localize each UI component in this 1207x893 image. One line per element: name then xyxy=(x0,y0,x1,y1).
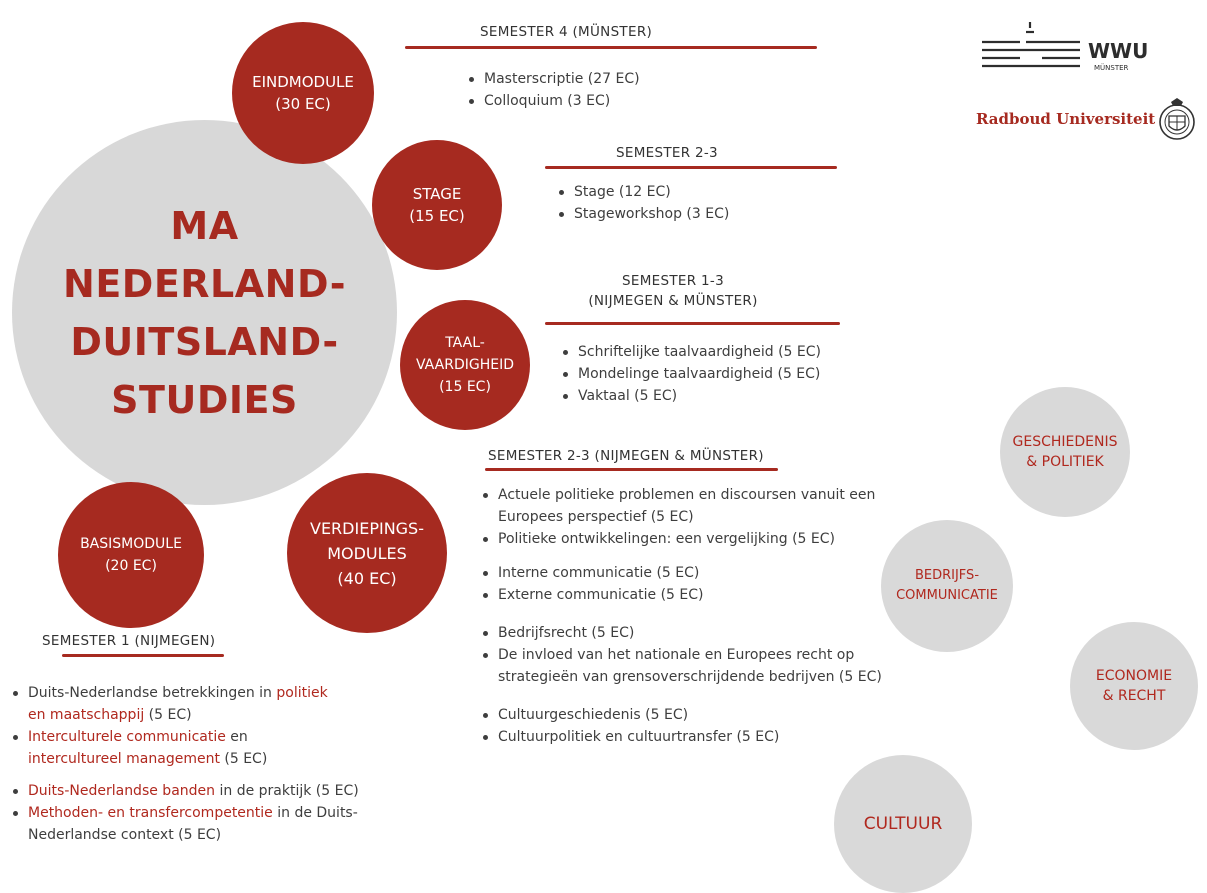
basismodule-circle: BASISMODULE (20 EC) xyxy=(58,482,204,628)
radboud-seal-icon xyxy=(1159,98,1195,140)
cultuur-circle: CULTUUR xyxy=(834,755,972,893)
wwu-subtext: MÜNSTER xyxy=(1094,63,1129,72)
semester23-stage-heading: SEMESTER 2-3 xyxy=(616,145,718,161)
list-item: Methoden- en transfercompetentie in de D… xyxy=(10,802,359,846)
radboud-text: Radboud Universiteit xyxy=(976,110,1156,128)
wwu-text: WWU xyxy=(1088,39,1148,63)
geschiedenis-circle: GESCHIEDENIS & POLITIEK xyxy=(1000,387,1130,517)
list-item: Masterscriptie (27 EC) xyxy=(466,68,640,90)
list-item: Externe communicatie (5 EC) xyxy=(480,584,882,606)
list-item: Schriftelijke taalvaardigheid (5 EC) xyxy=(560,341,821,363)
semester1-list: Duits-Nederlandse betrekkingen in politi… xyxy=(10,682,359,846)
list-item: Mondelinge taalvaardigheid (5 EC) xyxy=(560,363,821,385)
list-item: Politieke ontwikkelingen: een vergelijki… xyxy=(480,528,882,550)
semester13-heading: SEMESTER 1-3 (NIJMEGEN & MÜNSTER) xyxy=(588,273,758,309)
list-item: Duits-Nederlandse betrekkingen in politi… xyxy=(10,682,359,726)
wwu-logo: WWU MÜNSTER xyxy=(982,22,1148,72)
list-item: Colloquium (3 EC) xyxy=(466,90,640,112)
stage-circle: STAGE (15 EC) xyxy=(372,140,502,270)
semester23-verdieping-underline xyxy=(485,468,778,471)
economie-circle: ECONOMIE & RECHT xyxy=(1070,622,1198,750)
list-item: Vaktaal (5 EC) xyxy=(560,385,821,407)
semester23-verdieping-heading: SEMESTER 2-3 (NIJMEGEN & MÜNSTER) xyxy=(488,448,764,464)
list-item: Interculturele communicatie en intercult… xyxy=(10,726,359,770)
eindmodule-circle: EINDMODULE (30 EC) xyxy=(232,22,374,164)
semester23-stage-list: Stage (12 EC) Stageworkshop (3 EC) xyxy=(556,181,729,225)
main-title: MA NEDERLAND- DUITSLAND- STUDIES xyxy=(63,203,346,422)
list-item: Cultuurpolitiek en cultuurtransfer (5 EC… xyxy=(480,726,882,748)
verdiepingsmodules-circle: VERDIEPINGS- MODULES (40 EC) xyxy=(287,473,447,633)
semester4-underline xyxy=(405,46,817,49)
list-item: Stageworkshop (3 EC) xyxy=(556,203,729,225)
list-item: Bedrijfsrecht (5 EC) xyxy=(480,622,882,644)
list-item: Duits-Nederlandse banden in de praktijk … xyxy=(10,780,359,802)
bedrijfscommunicatie-circle: BEDRIJFS- COMMUNICATIE xyxy=(881,520,1013,652)
semester1-underline xyxy=(62,654,224,657)
list-item: Interne communicatie (5 EC) xyxy=(480,562,882,584)
semester13-underline xyxy=(545,322,840,325)
radboud-logo: Radboud Universiteit xyxy=(976,110,1155,128)
list-item: Stage (12 EC) xyxy=(556,181,729,203)
semester23-stage-underline xyxy=(545,166,837,169)
semester23-verdieping-list: Actuele politieke problemen en discourse… xyxy=(480,484,882,748)
list-item: Actuele politieke problemen en discourse… xyxy=(480,484,882,528)
semester4-list: Masterscriptie (27 EC) Colloquium (3 EC) xyxy=(466,68,640,112)
semester1-heading: SEMESTER 1 (NIJMEGEN) xyxy=(42,633,216,649)
semester4-heading: SEMESTER 4 (MÜNSTER) xyxy=(480,24,653,40)
taalvaardigheid-circle: TAAL- VAARDIGHEID (15 EC) xyxy=(400,300,530,430)
title-circle: MA NEDERLAND- DUITSLAND- STUDIES xyxy=(12,120,397,505)
list-item: De invloed van het nationale en Europees… xyxy=(480,644,882,688)
list-item: Cultuurgeschiedenis (5 EC) xyxy=(480,704,882,726)
semester13-list: Schriftelijke taalvaardigheid (5 EC) Mon… xyxy=(560,341,821,407)
